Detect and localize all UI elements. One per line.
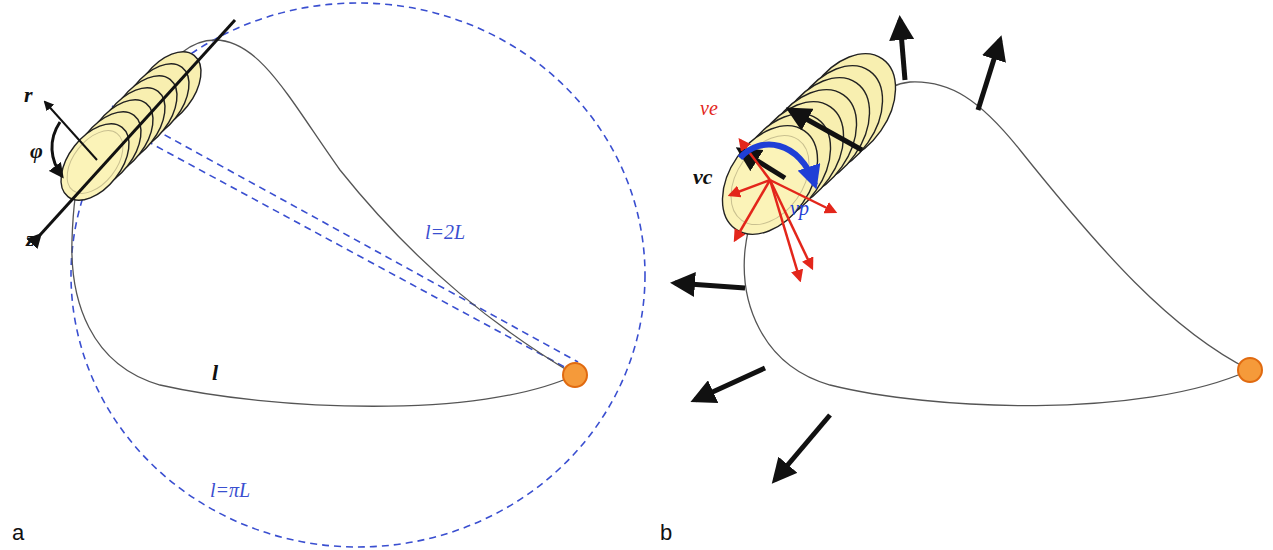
coil-winding [47,111,142,212]
panel-label: a [12,522,24,544]
panel-label: b [660,522,672,544]
axis-label: z [26,228,35,250]
velocity-label: ve [700,98,718,118]
axis-label: r [24,84,33,106]
axis-label: φ [30,140,43,162]
coil-inner-rim [56,120,134,203]
length-label: l=2L [425,222,465,242]
velocity-label: vc [693,166,713,188]
velocity-label: vp [790,198,809,218]
length-label: l=πL [210,480,250,500]
length-label: l [212,362,218,384]
